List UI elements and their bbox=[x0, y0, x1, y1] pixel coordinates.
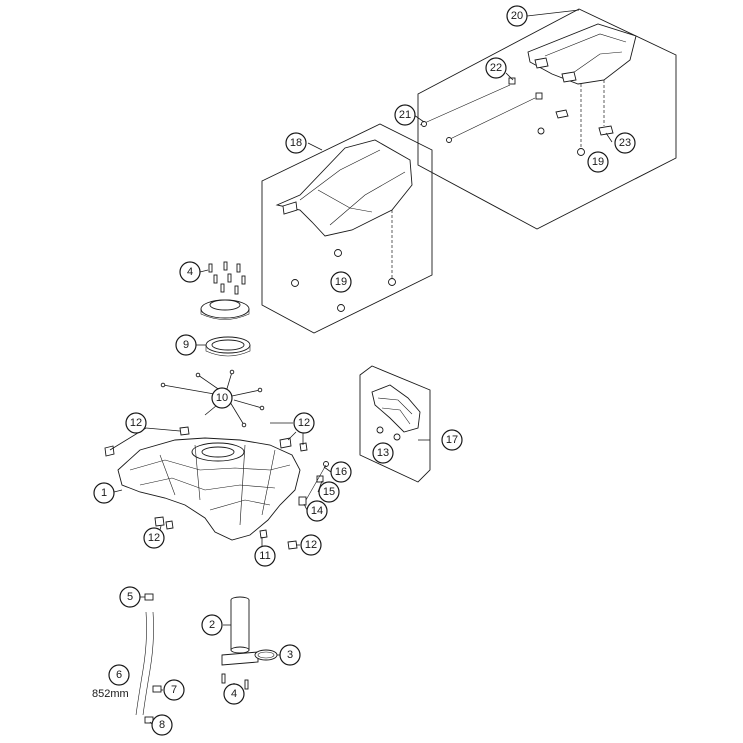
callout-6[interactable]: 6 bbox=[108, 664, 130, 686]
nut-13 bbox=[376, 426, 384, 434]
grommet bbox=[291, 279, 299, 287]
front-seat-frame bbox=[261, 123, 433, 334]
svg-text:22: 22 bbox=[490, 62, 502, 74]
part-17 bbox=[371, 384, 421, 433]
bracket-23 bbox=[598, 125, 614, 136]
callout-2[interactable]: 2 bbox=[201, 614, 223, 636]
callout-4[interactable]: 4 bbox=[223, 683, 245, 705]
nut-22 bbox=[535, 92, 543, 100]
svg-text:9: 9 bbox=[183, 339, 189, 351]
clamp-8 bbox=[144, 716, 154, 724]
callout-10[interactable]: 10 bbox=[211, 387, 233, 409]
screws-4 bbox=[208, 261, 246, 295]
svg-text:1: 1 bbox=[101, 487, 107, 499]
grommet bbox=[337, 304, 345, 312]
svg-text:7: 7 bbox=[171, 684, 177, 696]
svg-text:21: 21 bbox=[399, 109, 411, 121]
svg-text:23: 23 bbox=[619, 137, 631, 149]
callout-19[interactable]: 19 bbox=[587, 151, 609, 173]
fuel-filler-ring bbox=[205, 336, 251, 357]
svg-text:12: 12 bbox=[298, 417, 310, 429]
rear-seat-frame bbox=[417, 8, 677, 230]
callout-12[interactable]: 12 bbox=[300, 534, 322, 556]
nut-22 bbox=[508, 77, 516, 85]
bracket bbox=[555, 109, 569, 119]
svg-text:4: 4 bbox=[187, 266, 193, 278]
filler-neck-2 bbox=[221, 596, 259, 666]
svg-text:12: 12 bbox=[148, 532, 160, 544]
leader-lines bbox=[109, 9, 613, 725]
svg-text:19: 19 bbox=[335, 276, 347, 288]
hose-length-label: 852mm bbox=[92, 688, 129, 700]
hose-6 bbox=[135, 611, 154, 716]
fittings-14-16 bbox=[298, 461, 329, 506]
callout-3[interactable]: 3 bbox=[279, 644, 301, 666]
rear-seat bbox=[527, 23, 637, 85]
part-17-group bbox=[359, 365, 431, 483]
callout-17[interactable]: 17 bbox=[441, 429, 463, 451]
callout-5[interactable]: 5 bbox=[119, 586, 141, 608]
clamp-5 bbox=[144, 593, 154, 601]
callout-7[interactable]: 7 bbox=[163, 679, 185, 701]
grommet bbox=[388, 278, 396, 286]
svg-text:4: 4 bbox=[231, 688, 237, 700]
callout-12[interactable]: 12 bbox=[293, 412, 315, 434]
callout-4[interactable]: 4 bbox=[179, 261, 201, 283]
svg-text:16: 16 bbox=[335, 466, 347, 478]
callout-23[interactable]: 23 bbox=[614, 132, 636, 154]
callout-12[interactable]: 12 bbox=[143, 527, 165, 549]
svg-text:12: 12 bbox=[305, 539, 317, 551]
callout-1[interactable]: 1 bbox=[93, 482, 115, 504]
callout-14[interactable]: 14 bbox=[306, 500, 328, 522]
svg-text:5: 5 bbox=[127, 591, 133, 603]
rear-seat-group bbox=[417, 8, 677, 230]
svg-text:12: 12 bbox=[130, 417, 142, 429]
svg-text:18: 18 bbox=[290, 137, 302, 149]
fuel-filler-cap bbox=[200, 299, 250, 320]
callout-9[interactable]: 9 bbox=[175, 334, 197, 356]
callout-21[interactable]: 21 bbox=[394, 104, 416, 126]
callout-16[interactable]: 16 bbox=[330, 461, 352, 483]
clamp-7 bbox=[152, 685, 162, 693]
callout-15[interactable]: 15 bbox=[318, 481, 340, 503]
svg-text:11: 11 bbox=[259, 550, 270, 562]
callout-18[interactable]: 18 bbox=[285, 132, 307, 154]
nut-13 bbox=[393, 433, 401, 441]
callout-19[interactable]: 19 bbox=[330, 271, 352, 293]
front-seat-group bbox=[261, 123, 433, 334]
screw-4 bbox=[221, 673, 226, 684]
svg-text:10: 10 bbox=[216, 392, 228, 404]
callout-8[interactable]: 8 bbox=[151, 714, 173, 736]
fuel-tank bbox=[104, 426, 308, 550]
svg-text:6: 6 bbox=[116, 669, 122, 681]
svg-text:2: 2 bbox=[209, 619, 215, 631]
grommet bbox=[537, 127, 545, 135]
svg-text:17: 17 bbox=[446, 434, 458, 446]
svg-text:13: 13 bbox=[377, 447, 389, 459]
callout-22[interactable]: 22 bbox=[485, 57, 507, 79]
grommet bbox=[334, 249, 342, 257]
screw-4 bbox=[244, 679, 249, 690]
bolt-21 bbox=[419, 84, 536, 143]
svg-text:20: 20 bbox=[511, 10, 523, 22]
callout-11[interactable]: 11 bbox=[254, 545, 276, 567]
part-17-frame bbox=[359, 365, 431, 483]
svg-text:14: 14 bbox=[311, 505, 323, 517]
svg-text:3: 3 bbox=[287, 649, 293, 661]
svg-text:15: 15 bbox=[323, 486, 335, 498]
callout-13[interactable]: 13 bbox=[372, 442, 394, 464]
callout-12[interactable]: 12 bbox=[125, 412, 147, 434]
front-seat bbox=[275, 139, 413, 237]
grommet-19 bbox=[577, 148, 585, 156]
svg-text:19: 19 bbox=[592, 156, 604, 168]
svg-text:8: 8 bbox=[159, 719, 165, 731]
callout-20[interactable]: 20 bbox=[506, 5, 528, 27]
